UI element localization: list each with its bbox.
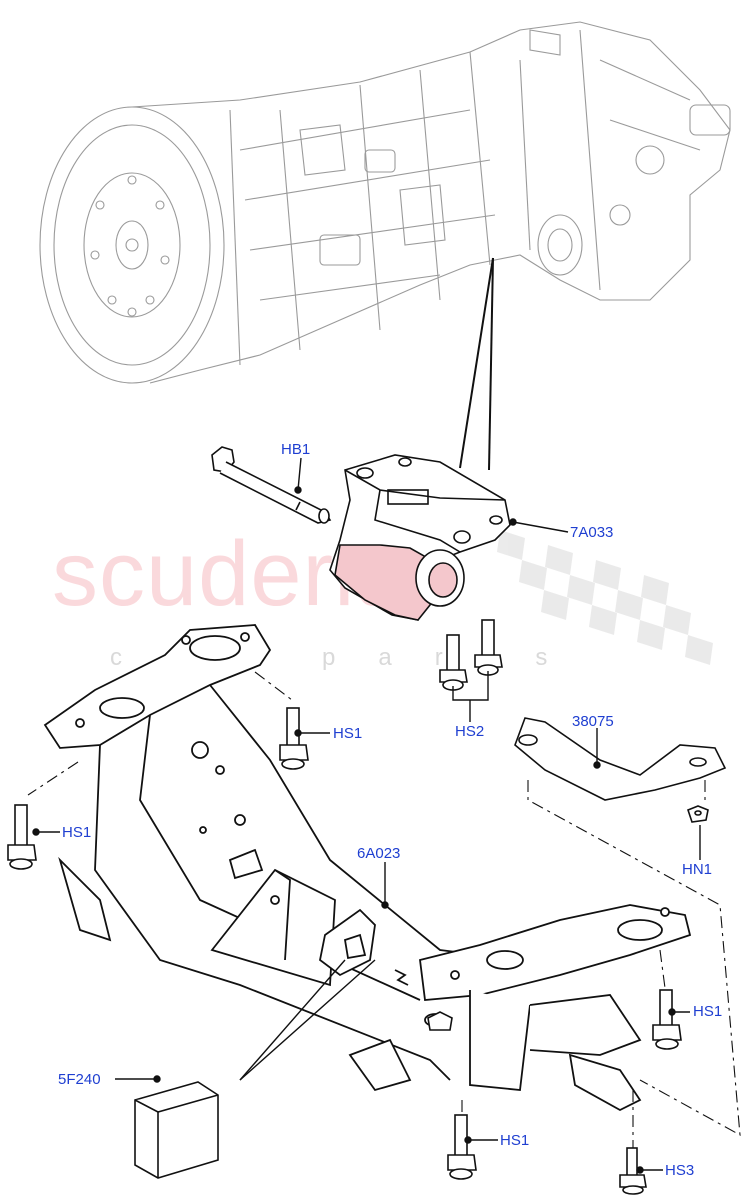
callout-hs3[interactable]: HS3 (665, 1162, 695, 1179)
nut-hn1 (687, 805, 709, 823)
bolt-hb1 (211, 446, 332, 524)
callout-hs1-upper[interactable]: HS1 (333, 725, 363, 742)
callout-hs2[interactable]: HS2 (455, 723, 485, 740)
bolts-hs1-hs3 (7, 707, 682, 1195)
callout-hs1-left[interactable]: HS1 (62, 824, 92, 841)
crossmember-6a023 (43, 624, 692, 1112)
callout-leader-lines (32, 457, 701, 1174)
bolts-hs2 (439, 619, 503, 691)
transmission-assembly (39, 21, 731, 384)
callout-6a023[interactable]: 6A023 (357, 845, 401, 862)
callout-hn1[interactable]: HN1 (682, 861, 713, 878)
callout-hs1-bottom[interactable]: HS1 (500, 1132, 530, 1149)
callout-5f240[interactable]: 5F240 (58, 1071, 101, 1088)
callout-7a033[interactable]: 7A033 (570, 524, 614, 541)
foam-block-5f240 (134, 1081, 219, 1179)
callout-38075[interactable]: 38075 (572, 713, 614, 730)
dashed-guide-lines (27, 671, 741, 1148)
checkered-flag-watermark (497, 530, 713, 665)
callout-hb1[interactable]: HB1 (281, 441, 311, 458)
callout-hs1-right[interactable]: HS1 (693, 1003, 723, 1020)
transmission-mount-7a033 (329, 454, 511, 621)
transmission-leader-lines (459, 257, 494, 471)
bracket-38075 (514, 717, 727, 801)
